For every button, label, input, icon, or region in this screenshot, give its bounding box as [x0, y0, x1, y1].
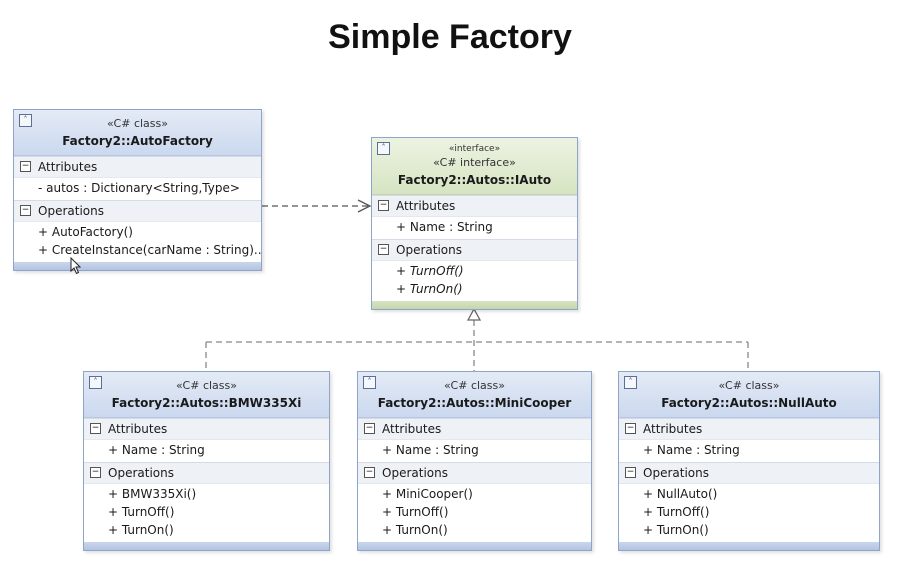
operation-item: + CreateInstance(carName : String)...: [38, 243, 261, 257]
collapse-icon[interactable]: ˄: [377, 142, 390, 155]
operation-item: + TurnOn(): [108, 523, 174, 537]
operation-item: + TurnOff(): [382, 505, 449, 519]
section-collapse-icon[interactable]: −: [625, 467, 636, 478]
class-name: Factory2::Autos::BMW335Xi: [111, 396, 302, 410]
operations-section[interactable]: − Operations: [619, 462, 879, 484]
interface-stereotype: «interface»: [448, 144, 501, 154]
section-label: Attributes: [108, 422, 168, 436]
operation-item: + BMW335Xi(): [108, 487, 197, 501]
class-footer: [619, 542, 879, 550]
class-stereotype: «C# class»: [107, 117, 168, 130]
section-label: Operations: [643, 466, 709, 480]
operations-section[interactable]: − Operations: [14, 200, 261, 222]
section-collapse-icon[interactable]: −: [90, 467, 101, 478]
class-header: ˄ «C# class» Factory2::Autos::NullAuto: [619, 372, 879, 418]
operations-section[interactable]: − Operations: [372, 239, 577, 261]
class-name: Factory2::Autos::MiniCooper: [377, 396, 572, 410]
section-label: Operations: [38, 204, 104, 218]
operation-item: + TurnOff(): [108, 505, 175, 519]
iauto-interface[interactable]: ˄ «interface» «C# interface» Factory2::A…: [371, 137, 578, 310]
class-header: ˄ «C# class» Factory2::Autos::BMW335Xi: [84, 372, 329, 418]
operation-item: + AutoFactory(): [38, 225, 133, 239]
bmw335xi-class[interactable]: ˄ «C# class» Factory2::Autos::BMW335Xi −…: [83, 371, 330, 551]
class-footer: [358, 542, 591, 550]
section-label: Attributes: [396, 199, 456, 213]
class-header: ˄ «C# class» Factory2::Autos::MiniCooper: [358, 372, 591, 418]
class-footer: [372, 301, 577, 309]
class-stereotype: «C# interface»: [433, 156, 516, 169]
operation-item: + TurnOn(): [396, 282, 463, 296]
section-collapse-icon[interactable]: −: [90, 423, 101, 434]
class-header: ˄ «interface» «C# interface» Factory2::A…: [372, 138, 577, 195]
section-collapse-icon[interactable]: −: [20, 205, 31, 216]
attributes-section[interactable]: − Attributes: [14, 156, 261, 178]
section-label: Operations: [382, 466, 448, 480]
section-collapse-icon[interactable]: −: [378, 200, 389, 211]
collapse-icon[interactable]: ˄: [19, 114, 32, 127]
operation-item: + TurnOff(): [643, 505, 710, 519]
operation-item: + TurnOn(): [643, 523, 709, 537]
operation-item: + TurnOn(): [382, 523, 448, 537]
realization-arrowhead: [466, 307, 482, 321]
auto-factory-class[interactable]: ˄ «C# class» Factory2::AutoFactory − Att…: [13, 109, 262, 271]
diagram-title: Simple Factory: [328, 18, 572, 56]
attributes-section[interactable]: − Attributes: [372, 195, 577, 217]
collapse-icon[interactable]: ˄: [363, 376, 376, 389]
class-name: Factory2::Autos::NullAuto: [661, 396, 837, 410]
attributes-section[interactable]: − Attributes: [358, 418, 591, 440]
mouse-cursor-icon: [70, 257, 82, 275]
section-collapse-icon[interactable]: −: [364, 467, 375, 478]
attribute-item: + Name : String: [643, 443, 740, 457]
nullauto-class[interactable]: ˄ «C# class» Factory2::Autos::NullAuto −…: [618, 371, 880, 551]
attribute-item: + Name : String: [396, 220, 493, 234]
section-collapse-icon[interactable]: −: [20, 161, 31, 172]
class-stereotype: «C# class»: [444, 379, 505, 392]
attribute-item: + Name : String: [108, 443, 205, 457]
class-stereotype: «C# class»: [176, 379, 237, 392]
dependency-arrowhead: [357, 199, 372, 213]
section-label: Operations: [396, 243, 462, 257]
attribute-item: - autos : Dictionary<String,Type>: [38, 181, 240, 195]
operation-item: + MiniCooper(): [382, 487, 473, 501]
section-collapse-icon[interactable]: −: [364, 423, 375, 434]
operations-section[interactable]: − Operations: [84, 462, 329, 484]
section-collapse-icon[interactable]: −: [625, 423, 636, 434]
class-footer: [84, 542, 329, 550]
attribute-item: + Name : String: [382, 443, 479, 457]
section-label: Attributes: [382, 422, 442, 436]
collapse-icon[interactable]: ˄: [89, 376, 102, 389]
class-footer: [14, 262, 261, 270]
class-header: ˄ «C# class» Factory2::AutoFactory: [14, 110, 261, 156]
attributes-section[interactable]: − Attributes: [84, 418, 329, 440]
section-label: Attributes: [38, 160, 98, 174]
class-name: Factory2::AutoFactory: [62, 134, 213, 148]
operation-item: + TurnOff(): [396, 264, 464, 278]
operations-section[interactable]: − Operations: [358, 462, 591, 484]
section-label: Attributes: [643, 422, 703, 436]
class-stereotype: «C# class»: [718, 379, 780, 392]
section-label: Operations: [108, 466, 174, 480]
class-name: Factory2::Autos::IAuto: [397, 173, 552, 187]
section-collapse-icon[interactable]: −: [378, 244, 389, 255]
minicooper-class[interactable]: ˄ «C# class» Factory2::Autos::MiniCooper…: [357, 371, 592, 551]
collapse-icon[interactable]: ˄: [624, 376, 637, 389]
attributes-section[interactable]: − Attributes: [619, 418, 879, 440]
operation-item: + NullAuto(): [643, 487, 718, 501]
